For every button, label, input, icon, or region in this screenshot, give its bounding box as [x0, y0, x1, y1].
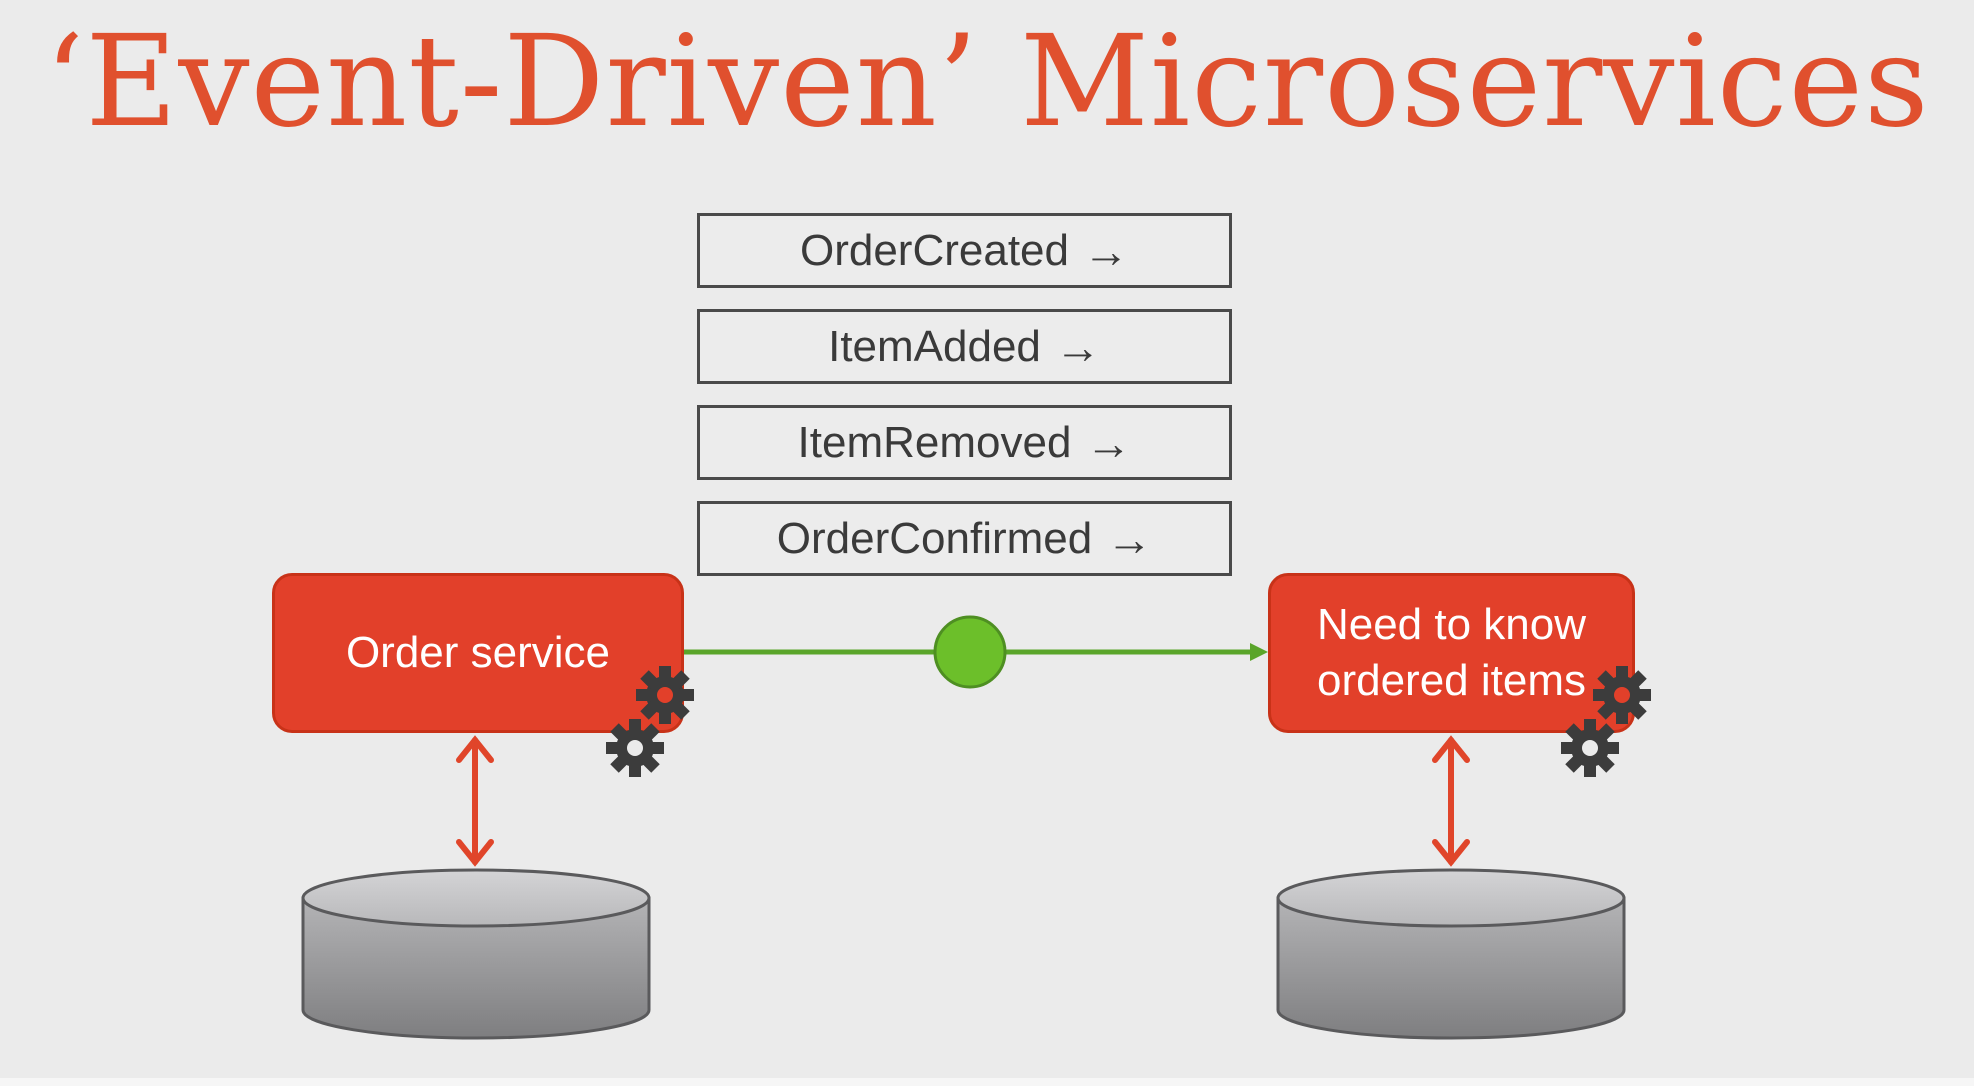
event-label: OrderConfirmed: [776, 513, 1093, 563]
event-box-item-removed: ItemRemoved →: [697, 405, 1232, 480]
order-service-label: Order service: [345, 627, 611, 677]
event-arrow-icon: →: [1085, 416, 1132, 469]
consumer-label-line-2: ordered items: [1316, 656, 1586, 705]
consumer-service-box: Need to know ordered items: [1268, 573, 1635, 733]
consumer-label-line-1: Need to know: [1316, 599, 1587, 649]
event-arrow-icon: →: [1083, 224, 1129, 277]
database-icon: [1276, 868, 1626, 1040]
event-label: OrderCreated: [799, 225, 1069, 275]
event-stream-arrowhead: [1250, 643, 1268, 661]
database-icon: [301, 868, 651, 1040]
event-box-item-added: ItemAdded →: [697, 309, 1232, 384]
event-arrow-icon: →: [1106, 512, 1153, 565]
double-arrow-right: [1432, 735, 1470, 867]
event-dot: [933, 615, 1007, 689]
slide-bottom-edge: [0, 1078, 1974, 1086]
order-service-box: Order service: [272, 573, 684, 733]
event-box-order-confirmed: OrderConfirmed →: [697, 501, 1232, 576]
double-arrow-left: [456, 735, 494, 867]
event-label: ItemAdded: [828, 321, 1041, 371]
event-label: ItemRemoved: [797, 417, 1072, 467]
event-box-order-created: OrderCreated →: [697, 213, 1232, 288]
event-arrow-icon: →: [1054, 320, 1101, 373]
slide-title: ‘Event-Driven’ Microservices: [44, 8, 1930, 155]
consumer-service-label: Need to know ordered items: [1317, 597, 1586, 710]
